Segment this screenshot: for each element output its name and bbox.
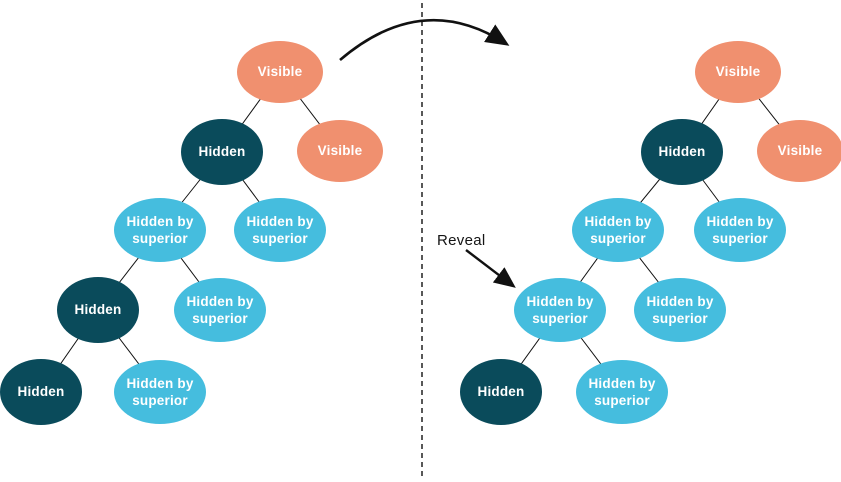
left-tree-node-hidden-l4-left: Hidden — [0, 359, 82, 425]
left-tree-node-hbs-l4-right: Hidden by superior — [114, 360, 206, 424]
right-tree-node-hbs-l3-revealed: Hidden by superior — [514, 278, 606, 342]
left-tree-node-hidden-l3: Hidden — [57, 277, 139, 343]
right-tree-node-hbs-l2-right: Hidden by superior — [694, 198, 786, 262]
transition-arrow — [339, 18, 510, 61]
reveal-arrow — [465, 249, 516, 288]
left-tree-node-root-visible: Visible — [237, 41, 323, 103]
reveal-label: Reveal — [437, 232, 486, 249]
left-tree-node-hbs-l2-right: Hidden by superior — [234, 198, 326, 262]
left-tree-node-hbs-l2-left: Hidden by superior — [114, 198, 206, 262]
right-tree-node-hidden-l1: Hidden — [641, 119, 723, 185]
right-tree-node-hbs-l2-left: Hidden by superior — [572, 198, 664, 262]
left-tree-node-hidden-l1: Hidden — [181, 119, 263, 185]
left-tree-node-visible-l1: Visible — [297, 120, 383, 182]
right-tree-node-root-visible: Visible — [695, 41, 781, 103]
right-tree-node-hbs-l4-right: Hidden by superior — [576, 360, 668, 424]
left-tree-node-hbs-l3-right: Hidden by superior — [174, 278, 266, 342]
right-tree-node-hidden-l4-left: Hidden — [460, 359, 542, 425]
right-tree-node-hbs-l3-right: Hidden by superior — [634, 278, 726, 342]
right-tree-node-visible-l1: Visible — [757, 120, 841, 182]
